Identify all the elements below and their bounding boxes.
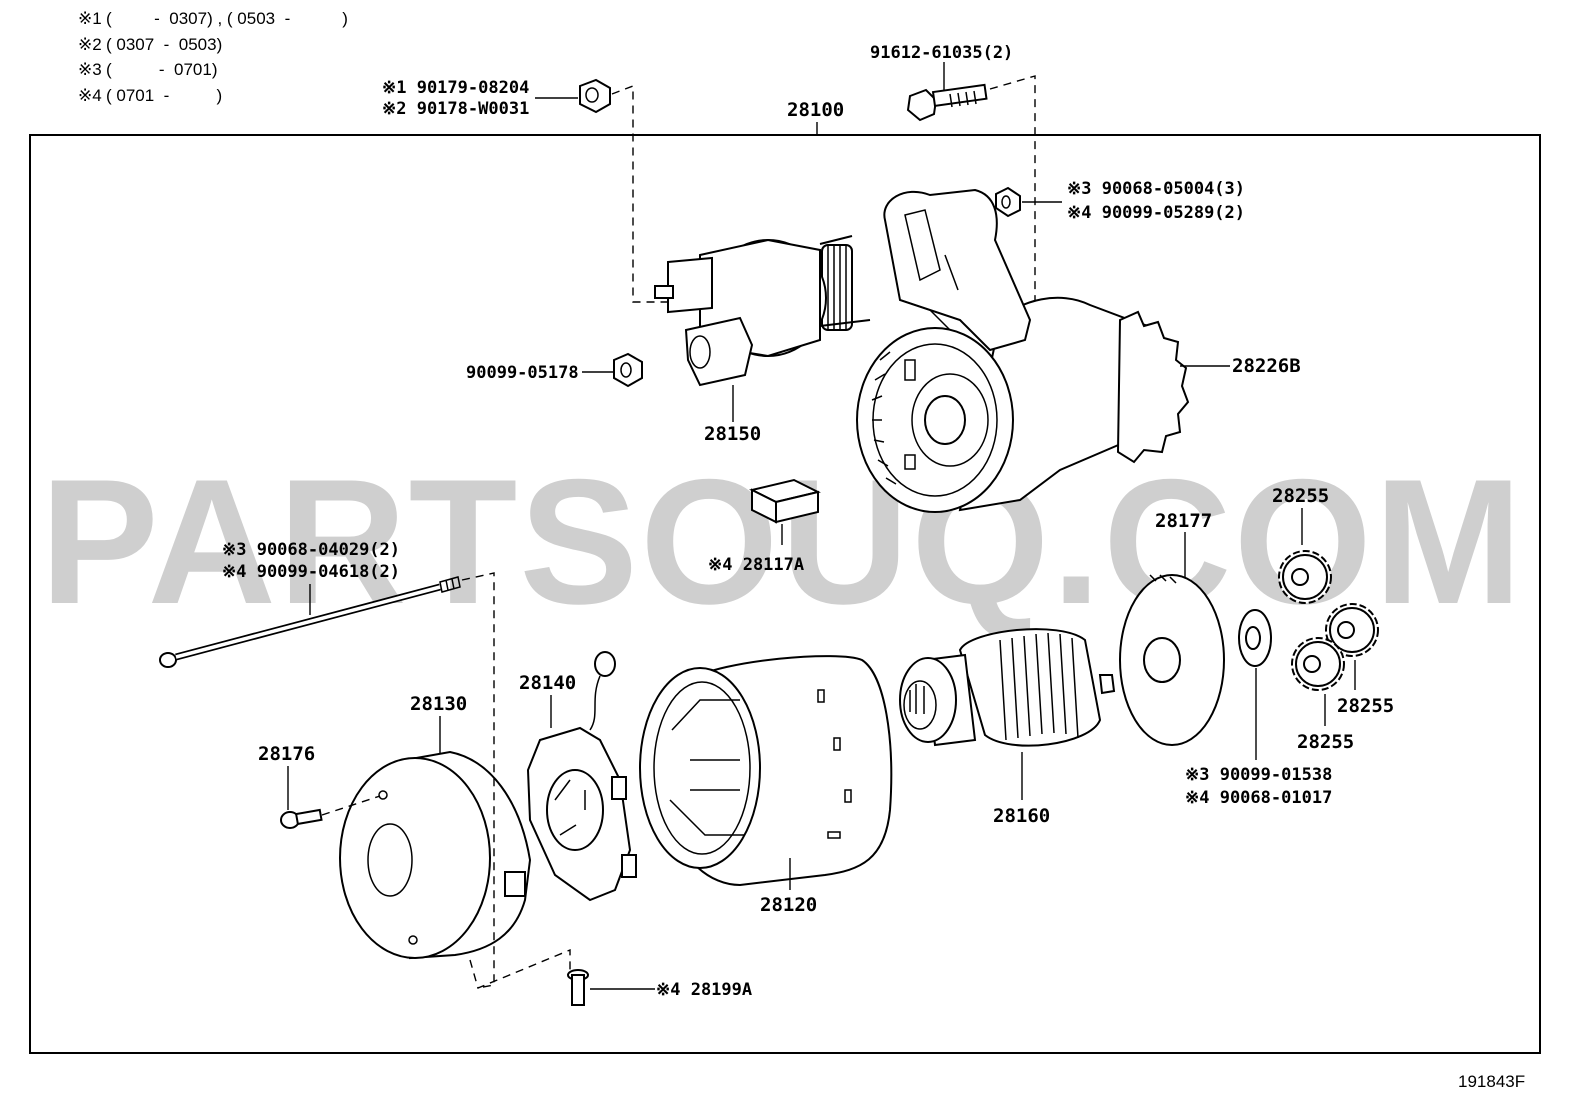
figure-code: 191843F: [1458, 1072, 1525, 1091]
label-28177[interactable]: 28177: [1155, 510, 1212, 532]
label-nut-90179[interactable]: ※1 90179-08204: [382, 78, 529, 98]
note-mark-1: ※1: [78, 9, 102, 28]
label-washer-90099-01538[interactable]: ※3 90099-01538: [1185, 765, 1332, 785]
label-washer-90068-01017[interactable]: ※4 90068-01017: [1185, 788, 1332, 808]
label-28255-top[interactable]: 28255: [1272, 485, 1329, 507]
label-28117A[interactable]: ※4 28117A: [708, 555, 804, 575]
note-text-3: ( - 0701): [106, 60, 217, 79]
screw-28176-icon: [280, 808, 323, 829]
label-bolt-91612-61035[interactable]: 91612-61035(2): [870, 43, 1013, 63]
label-nut-90099-05289[interactable]: ※4 90099-05289(2): [1067, 203, 1245, 223]
note-mark-3: ※3: [78, 60, 102, 79]
note-text-2: ( 0307 - 0503): [106, 35, 222, 54]
end-frame-28130-icon: [339, 750, 532, 960]
gear-28255-right-icon: [1325, 603, 1379, 657]
label-28199A[interactable]: ※4 28199A: [656, 980, 752, 1000]
label-28255-bottom[interactable]: 28255: [1297, 731, 1354, 753]
armature-28160-icon: [899, 628, 1116, 747]
bolt-91612-icon: [906, 83, 988, 122]
block-28117A-icon: [749, 478, 821, 524]
nut-icon-top: [579, 78, 611, 114]
label-28176[interactable]: 28176: [258, 743, 315, 765]
label-28160[interactable]: 28160: [993, 805, 1050, 827]
label-28130[interactable]: 28130: [410, 693, 467, 715]
label-bolt-90099-04618[interactable]: ※4 90099-04618(2): [222, 562, 400, 582]
label-nut-90068-05004[interactable]: ※3 90068-05004(3): [1067, 179, 1245, 199]
washer-icon: [1238, 609, 1272, 667]
nut-90099-05178-icon: [613, 352, 643, 388]
label-28226B[interactable]: 28226B: [1232, 355, 1301, 377]
label-nut-90099-05178[interactable]: 90099-05178: [466, 363, 579, 383]
gear-28255-bottom-icon: [1291, 637, 1345, 691]
plate-28177-icon: [1119, 574, 1225, 746]
watermark-text: PARTSOUQ.COM: [40, 442, 1524, 641]
yoke-28120-icon: [639, 655, 893, 887]
through-bolt-icon: [159, 576, 461, 668]
label-28120[interactable]: 28120: [760, 894, 817, 916]
label-nut-90178[interactable]: ※2 90178-W0031: [382, 99, 529, 119]
gear-28255-top-icon: [1278, 550, 1332, 604]
note-mark-2: ※2: [78, 35, 102, 54]
note-text-1: ( - 0307) , ( 0503 - ): [106, 9, 348, 28]
label-28255-right[interactable]: 28255: [1337, 695, 1394, 717]
note-text-4: ( 0701 - ): [106, 86, 222, 105]
label-bolt-90068-04029[interactable]: ※3 90068-04029(2): [222, 540, 400, 560]
nut-90068-05004-icon: [995, 186, 1021, 218]
label-28150[interactable]: 28150: [704, 423, 761, 445]
housing-28226B-icon: [856, 188, 1190, 513]
rivet-28199A-icon: [567, 969, 589, 1006]
notes-block: ※1 ( - 0307) , ( 0503 - ) ※2 ( 0307 - 05…: [78, 9, 348, 105]
label-28140[interactable]: 28140: [519, 672, 576, 694]
brush-holder-28140-icon: [526, 651, 637, 902]
assembly-frame: [29, 134, 1541, 1054]
solenoid-28150-icon: [654, 235, 871, 387]
label-28100[interactable]: 28100: [787, 99, 844, 121]
note-mark-4: ※4: [78, 86, 102, 105]
